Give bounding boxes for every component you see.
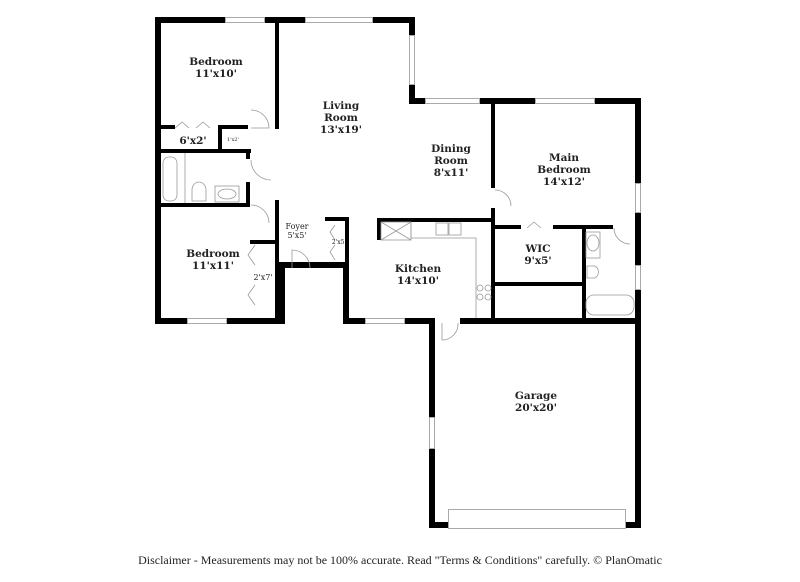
window xyxy=(305,17,373,23)
door-swing xyxy=(441,322,459,341)
wall xyxy=(155,125,175,129)
window xyxy=(425,98,480,104)
room-label-garage: Garage 20'x20' xyxy=(514,390,558,415)
wall xyxy=(246,182,250,207)
room-label-main-bedroom: Main Bedroom 14'x12' xyxy=(537,152,591,189)
wall xyxy=(218,125,248,129)
room-label-living-room: Living Room 13'x19' xyxy=(320,100,362,137)
wall xyxy=(345,217,349,267)
wall xyxy=(491,225,521,229)
disclaimer-text: Disclaimer - Measurements may not be 100… xyxy=(138,553,662,567)
front-door-swing xyxy=(291,249,311,269)
wall xyxy=(218,125,222,150)
window xyxy=(409,35,415,85)
wall xyxy=(155,203,250,207)
wall xyxy=(635,98,641,528)
wall xyxy=(582,225,586,320)
room-label-bedroom-2: Bedroom 11'x11' xyxy=(186,248,240,273)
window xyxy=(635,183,641,213)
wall xyxy=(246,149,250,159)
wall xyxy=(377,218,495,222)
room-label-bedroom-1: Bedroom 11'x10' xyxy=(189,56,243,81)
wall xyxy=(155,149,251,153)
room-label-closet-small: 1'x2' xyxy=(227,137,239,143)
room-label-closet-2: 2'x7' xyxy=(253,273,273,282)
wall xyxy=(275,17,279,129)
door-swing xyxy=(250,204,270,224)
wall xyxy=(491,208,495,323)
wall xyxy=(491,282,585,286)
garage-door xyxy=(448,509,626,529)
window xyxy=(635,265,641,290)
door-swing xyxy=(250,159,272,181)
window xyxy=(365,318,405,324)
wall xyxy=(377,218,381,240)
wall xyxy=(250,240,278,244)
window xyxy=(429,417,435,449)
room-label-foyer: Foyer 5'x5' xyxy=(285,222,309,241)
room-label-closet-foyer: 2'x5' xyxy=(331,239,347,246)
room-label-dining-room: Dining Room 8'x11' xyxy=(431,143,471,180)
room-label-kitchen: Kitchen 14'x10' xyxy=(394,263,442,288)
wall xyxy=(491,98,495,188)
window xyxy=(187,318,227,324)
wall xyxy=(325,217,349,221)
wall xyxy=(343,262,349,324)
window xyxy=(225,17,265,23)
wall xyxy=(155,17,161,323)
door-swing xyxy=(494,189,512,207)
wall xyxy=(279,262,285,324)
wall xyxy=(275,200,279,324)
door-swing xyxy=(250,109,270,129)
room-label-closet-1: 6'x2' xyxy=(179,135,207,147)
door-swing xyxy=(613,227,631,245)
wall xyxy=(409,98,641,104)
wall xyxy=(279,262,349,268)
wall xyxy=(155,17,415,23)
window xyxy=(535,98,595,104)
room-label-wic: WIC 9'x5' xyxy=(524,243,552,268)
wall xyxy=(460,318,640,324)
